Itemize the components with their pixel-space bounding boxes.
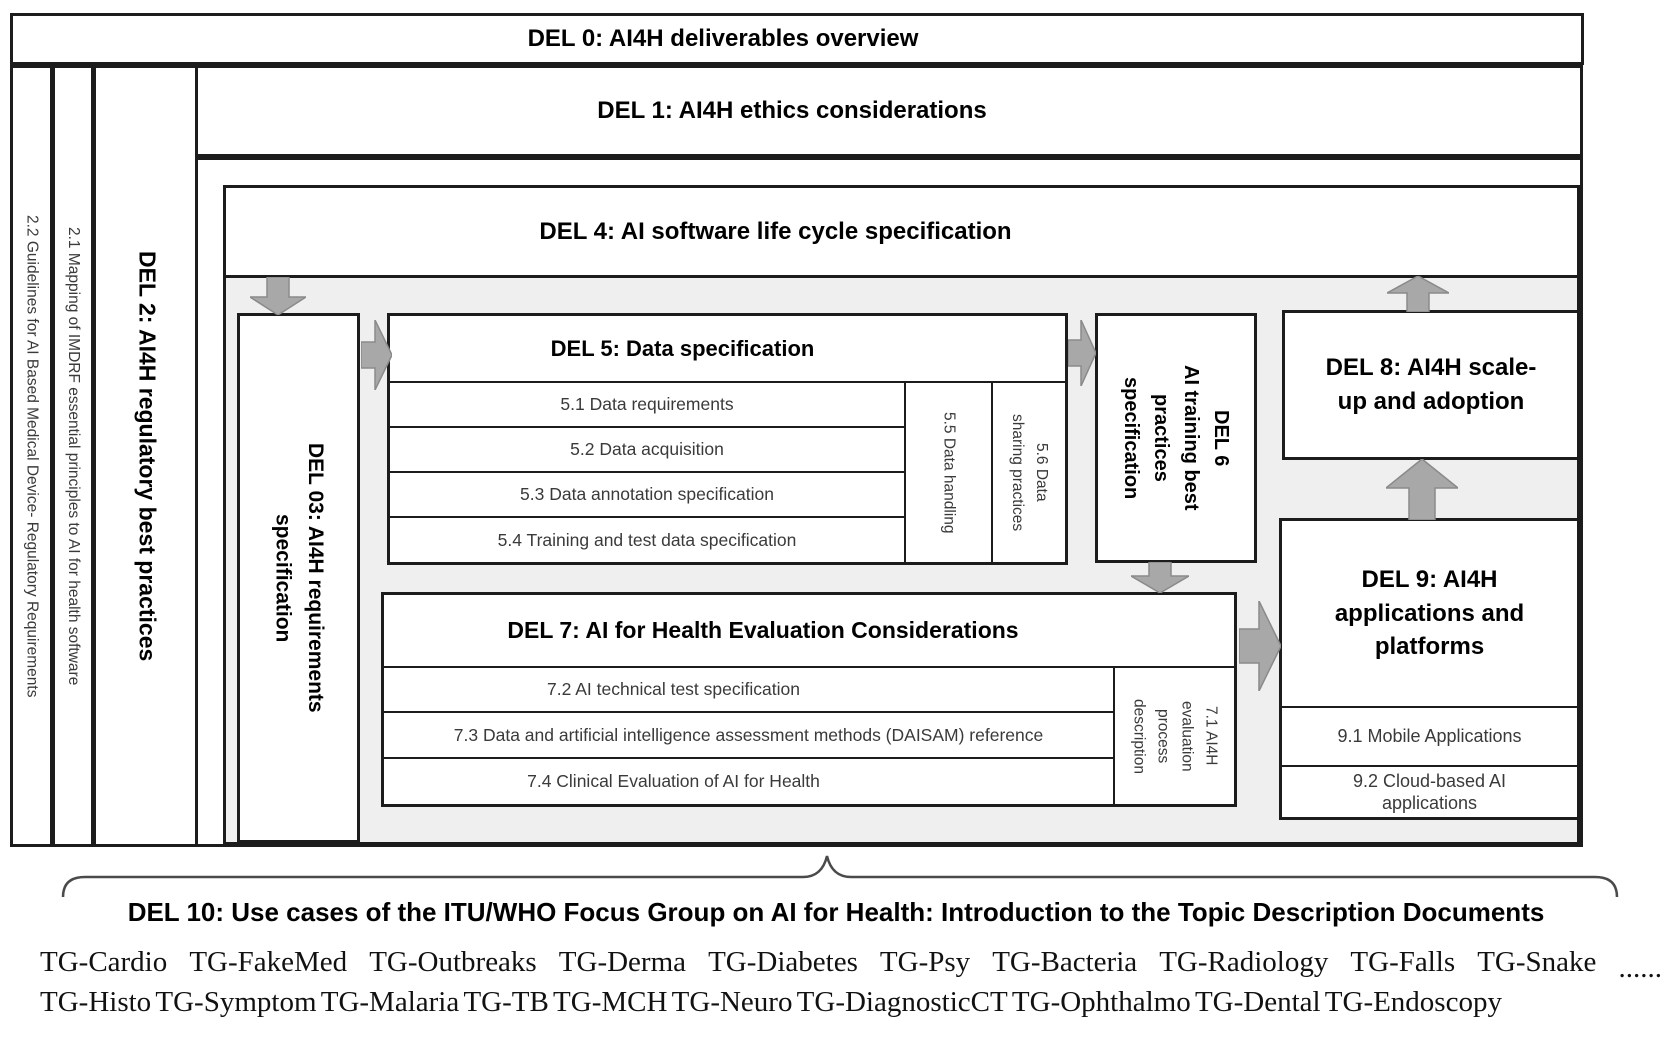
del4-box: DEL 4: AI software life cycle specificat… [223, 185, 1580, 278]
tg-item: TG-Radiology [1159, 946, 1329, 978]
del7-title-row: DEL 7: AI for Health Evaluation Consider… [384, 595, 1234, 668]
tg-item: TG-Histo [40, 986, 152, 1018]
del7-col-71: 7.1 AI4H evaluation process description [1113, 668, 1234, 804]
del6-box: DEL 6 AI training best practices specifi… [1095, 313, 1257, 563]
del2-title: DEL 2: AI4H regulatory best practices [134, 250, 161, 662]
del5-col-55: 5.5 Data handling [904, 383, 991, 562]
tg-row-2: TG-Histo TG-Symptom TG-Malaria TG-TB TG-… [40, 986, 1502, 1019]
del5-col-55-label: 5.5 Data handling [940, 411, 958, 534]
del5-title: DEL 5: Data specification [550, 335, 815, 361]
column-2-1: 2.1 Mapping of IMDRF essential principle… [52, 65, 94, 847]
del5-col-56-label: 5.6 Data sharing practices [1009, 413, 1051, 532]
del8-title: DEL 8: AI4H scale- up and adoption [1325, 354, 1537, 415]
tg-item: TG-Bacteria [992, 946, 1138, 978]
del9-box: DEL 9: AI4H applications and platforms 9… [1279, 518, 1580, 820]
brace-icon [61, 855, 1619, 898]
del0-box: DEL 0: AI4H deliverables overview [10, 13, 1584, 65]
del0-title: DEL 0: AI4H deliverables overview [527, 25, 919, 52]
arrow-down-icon [250, 277, 306, 315]
del5-row-53: 5.3 Data annotation specification [390, 473, 904, 518]
del9-title: DEL 9: AI4H applications and platforms [1334, 566, 1525, 661]
del10-title: DEL 10: Use cases of the ITU/WHO Focus G… [127, 896, 1545, 927]
arrow-right-icon [1239, 601, 1281, 691]
tg-item: TG-MCH [553, 986, 668, 1018]
tg-item: TG-Ophthalmo [1011, 986, 1191, 1018]
del8-box: DEL 8: AI4H scale- up and adoption [1282, 310, 1580, 460]
tg-item: TG-Neuro [671, 986, 793, 1018]
tg-item: TG-Cardio [40, 946, 168, 978]
tg-item: TG-Endoscopy [1324, 986, 1502, 1018]
tg-item: TG-DiagnosticCT [796, 986, 1008, 1018]
del7-row-73: 7.3 Data and artificial intelligence ass… [384, 713, 1113, 759]
del6-title: DEL 6 AI training best practices specifi… [1120, 365, 1232, 511]
del5-col-56: 5.6 Data sharing practices [991, 383, 1065, 562]
del5-row-51: 5.1 Data requirements [390, 383, 904, 428]
tg-item: TG-Derma [558, 946, 687, 978]
del3-title: DEL 03: AI4H requirements specification [271, 443, 328, 713]
column-2-2-label: 2.2 Guidelines for AI Based Medical Devi… [23, 214, 41, 698]
arrow-up-icon [1387, 276, 1449, 312]
arrow-right-icon [1068, 320, 1096, 386]
del3-box: DEL 03: AI4H requirements specification [237, 313, 360, 843]
tg-item: TG-TB [463, 986, 549, 1018]
column-2-1-label: 2.1 Mapping of IMDRF essential principle… [65, 226, 82, 686]
column-del2: DEL 2: AI4H regulatory best practices [93, 65, 200, 847]
arrow-up-icon [1386, 459, 1458, 520]
tg-item: TG-Malaria [320, 986, 460, 1018]
tg-item: TG-Symptom [155, 986, 317, 1018]
arrow-down-icon [1131, 562, 1189, 593]
tg-item: TG-Psy [879, 946, 971, 978]
del9-title-row: DEL 9: AI4H applications and platforms [1282, 521, 1577, 706]
tg-item: TG-Falls [1350, 946, 1456, 978]
del10-title-row: DEL 10: Use cases of the ITU/WHO Focus G… [40, 890, 1632, 934]
del9-row-91: 9.1 Mobile Applications [1282, 706, 1577, 765]
del4-title: DEL 4: AI software life cycle specificat… [539, 217, 1012, 245]
del7-row-74: 7.4 Clinical Evaluation of AI for Health [384, 759, 1113, 804]
tg-item: TG-FakeMed [189, 946, 348, 978]
tg-row-1: TG-Cardio TG-FakeMed TG-Outbreaks TG-Der… [40, 946, 1662, 984]
del9-row-92: 9.2 Cloud-based AI applications [1282, 765, 1577, 817]
del5-row-54: 5.4 Training and test data specification [497, 529, 797, 550]
del5-box: DEL 5: Data specification 5.1 Data requi… [387, 313, 1068, 565]
del7-row-72: 7.2 AI technical test specification [384, 668, 1113, 713]
tg-item: TG-Dental [1194, 986, 1321, 1018]
tg-item: TG-Outbreaks [369, 946, 537, 978]
del5-title-row: DEL 5: Data specification [390, 316, 1065, 383]
column-2-2: 2.2 Guidelines for AI Based Medical Devi… [10, 65, 53, 847]
del7-row-72-label: 7.2 AI technical test specification [547, 679, 800, 699]
del1-box: DEL 1: AI4H ethics considerations [195, 65, 1583, 157]
del7-title: DEL 7: AI for Health Evaluation Consider… [507, 617, 1019, 643]
ellipsis-label: ...... [1618, 952, 1662, 984]
arrow-right-icon [361, 320, 392, 390]
del7-row-74-label: 7.4 Clinical Evaluation of AI for Health [527, 771, 820, 791]
tg-item: TG-Snake [1477, 946, 1597, 978]
del5-row-52: 5.2 Data acquisition [390, 428, 904, 473]
del7-col-71-label: 7.1 AI4H evaluation process description [1130, 698, 1220, 774]
del1-title: DEL 1: AI4H ethics considerations [597, 97, 987, 124]
del7-box: DEL 7: AI for Health Evaluation Consider… [381, 592, 1237, 807]
tg-item: TG-Diabetes [708, 946, 858, 978]
